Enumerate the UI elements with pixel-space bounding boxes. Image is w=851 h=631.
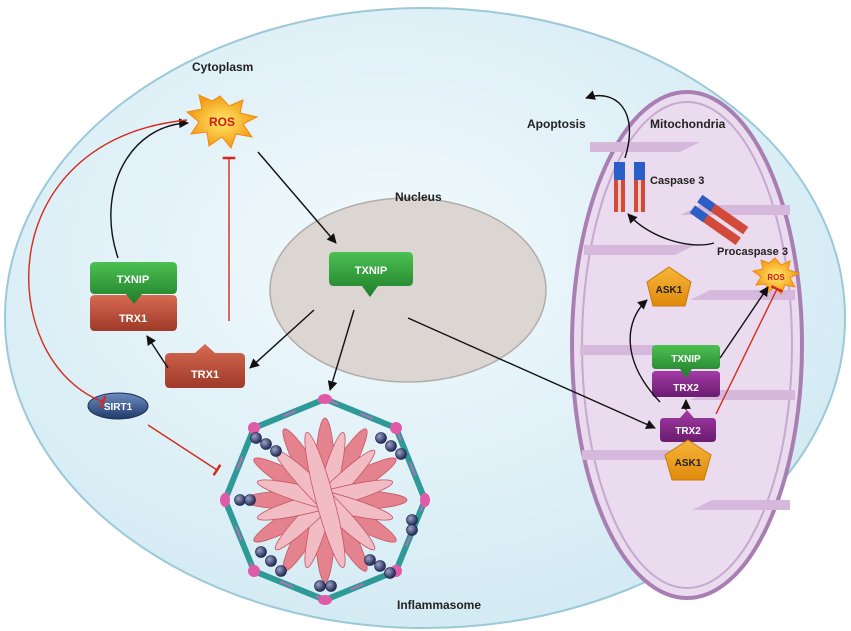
nucleus-label: Nucleus	[395, 190, 442, 204]
sirt1: SIRT1	[87, 392, 149, 420]
ask1-top-label: ASK1	[656, 285, 683, 296]
arrow-trx1-to-complex	[146, 335, 169, 369]
arrow-ros-to-nucleus	[257, 151, 337, 244]
txnip-nucleus-label: TXNIP	[355, 265, 387, 277]
activation-arrows	[110, 90, 769, 429]
cytoplasm-label: Cytoplasm	[192, 60, 253, 74]
ask1-top: ASK1	[646, 266, 692, 307]
ros-main-burst: ROS	[185, 94, 259, 150]
txnip-trx1-complex: TXNIP TRX1	[90, 262, 177, 331]
trx2-bound-label: TRX2	[673, 383, 699, 394]
trx2-free: TRX2	[660, 410, 716, 442]
txnip-trx2-complex: TXNIP TRX2	[652, 345, 720, 397]
procaspase3: Procaspase 3	[689, 194, 788, 258]
ros-main-label: ROS	[209, 115, 235, 129]
apoptosis-label: Apoptosis	[527, 117, 586, 131]
arrow-procaspase-to-caspase	[627, 213, 715, 246]
procaspase3-label: Procaspase 3	[717, 246, 788, 258]
inflammasome-petals	[242, 417, 408, 583]
arrow-ask1-to-procaspase	[629, 299, 661, 403]
inflammasome-nodes	[220, 394, 430, 605]
ask1-bottom-label: ASK1	[675, 458, 702, 469]
inflammasome	[220, 394, 430, 605]
caspase3-label: Caspase 3	[650, 175, 704, 187]
inhibition-lines	[28, 119, 784, 476]
trx2-free-label: TRX2	[675, 426, 701, 437]
trx1-free-label: TRX1	[191, 369, 219, 381]
arrow-nucleus-to-trx2	[407, 317, 656, 429]
arrow-caspase-to-apoptosis	[585, 90, 631, 159]
inflammasome-beads	[234, 432, 418, 592]
inhibit-ros-sirt1	[28, 119, 188, 409]
arrow-trx2-to-ros	[719, 286, 769, 359]
txnip-cyto-label: TXNIP	[117, 274, 149, 286]
trx1-bound-label: TRX1	[119, 313, 147, 325]
arrow-nucleus-to-inflammasome	[327, 309, 355, 391]
ask1-bottom: ASK1	[664, 439, 712, 481]
txnip-nucleus: TXNIP	[329, 252, 413, 297]
sirt1-label: SIRT1	[104, 402, 133, 413]
caspase3: Caspase 3	[614, 162, 704, 212]
trx1-free: TRX1	[165, 344, 245, 388]
inflammasome-label: Inflammasome	[397, 598, 481, 612]
nucleus	[269, 197, 547, 383]
inhibit-trx2-ros	[715, 285, 784, 415]
txnip-mito-label: TXNIP	[671, 354, 701, 365]
ros-mito-label: ROS	[767, 273, 785, 282]
mitochondria-label: Mitochondria	[650, 117, 726, 131]
arrow-txnip-to-ros	[110, 118, 189, 259]
inhibit-sirt1-inflammasome	[147, 424, 222, 476]
arrow-nucleus-to-trx1	[249, 309, 315, 369]
